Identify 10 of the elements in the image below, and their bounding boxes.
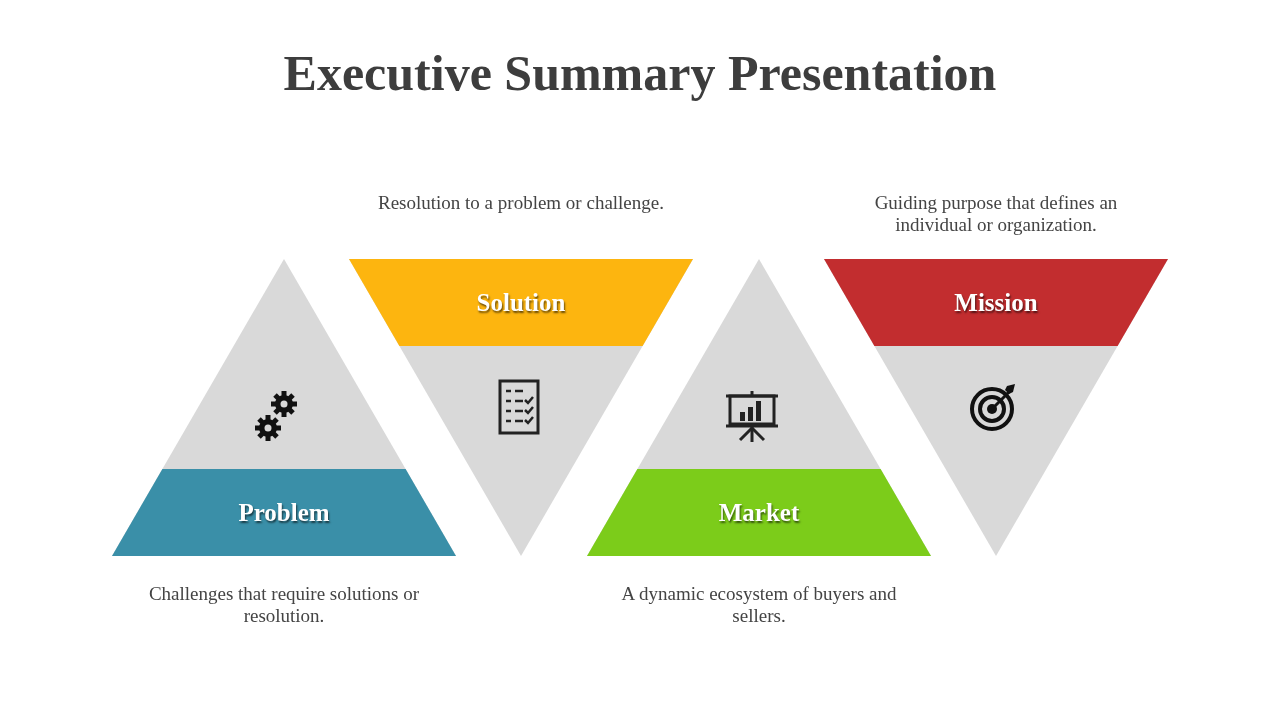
title: Executive Summary Presentation <box>282 44 998 102</box>
description-text: Challenges that require solutions or resolution. <box>147 583 421 627</box>
section-heading: Problem <box>237 497 331 528</box>
section-heading: Mission <box>953 287 1039 318</box>
description-text: Resolution to a problem or challenge. <box>377 192 665 214</box>
description-text: Guiding purpose that defines an individual or organization. <box>873 192 1119 236</box>
section-heading: Market <box>717 497 801 528</box>
triangle-shape <box>824 259 1168 556</box>
description-text: A dynamic ecosystem of buyers and sellers. <box>620 583 898 627</box>
section-heading: Solution <box>475 287 567 318</box>
